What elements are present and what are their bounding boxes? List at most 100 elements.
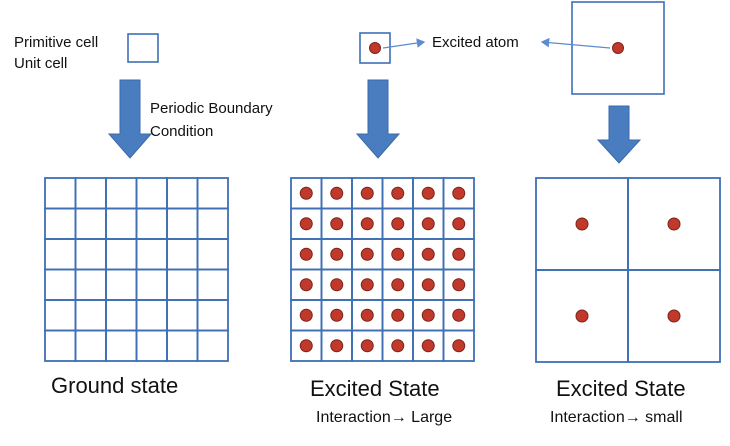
excited-atom bbox=[391, 278, 405, 292]
pbc-label-line2: Condition bbox=[150, 123, 214, 140]
excited-large-title: Excited State bbox=[310, 376, 440, 401]
excited-atom-large-cell bbox=[612, 42, 624, 54]
ground-lattice-cell bbox=[105, 299, 138, 332]
ground-lattice-cell bbox=[44, 299, 77, 332]
excited-atom bbox=[330, 278, 344, 292]
excited-small-cell-box bbox=[359, 32, 391, 64]
ground-lattice-cell bbox=[74, 238, 107, 271]
ground-lattice-cell bbox=[196, 268, 229, 301]
excited-atom bbox=[330, 217, 344, 231]
excited-atom bbox=[421, 339, 435, 353]
interaction-label: Interaction bbox=[316, 409, 391, 426]
ground-lattice-cell bbox=[44, 177, 77, 210]
excited-atom bbox=[360, 308, 374, 322]
excited-atom bbox=[391, 308, 405, 322]
primitive-cell-box bbox=[127, 33, 159, 63]
ground-lattice-cell bbox=[74, 329, 107, 362]
excited-small-subtitle: Interaction→ small bbox=[550, 410, 683, 426]
excited-large-grid bbox=[290, 177, 475, 362]
excited-atom bbox=[667, 309, 681, 323]
ground-lattice-cell bbox=[135, 207, 168, 240]
ground-lattice-cell bbox=[74, 207, 107, 240]
ground-lattice-cell bbox=[196, 177, 229, 210]
ground-lattice-cell bbox=[135, 299, 168, 332]
excited-atom bbox=[575, 309, 589, 323]
ground-lattice-cell bbox=[44, 207, 77, 240]
ground-lattice-cell bbox=[135, 268, 168, 301]
excited-atom bbox=[575, 217, 589, 231]
interaction-value: small bbox=[645, 409, 683, 426]
excited-atom bbox=[360, 339, 374, 353]
ground-state-grid bbox=[44, 177, 229, 362]
ground-lattice-cell bbox=[44, 268, 77, 301]
excited-atom bbox=[391, 339, 405, 353]
unit-cell-label: Unit cell bbox=[14, 55, 68, 72]
ground-lattice-cell bbox=[166, 238, 199, 271]
excited-large-subtitle: Interaction→ Large bbox=[316, 410, 452, 426]
excited-atom-small-cell bbox=[369, 42, 381, 54]
ground-lattice-cell bbox=[105, 207, 138, 240]
ground-lattice-cell bbox=[105, 268, 138, 301]
excited-small-title: Excited State bbox=[556, 376, 686, 401]
ground-lattice-cell bbox=[135, 238, 168, 271]
ground-lattice-cell bbox=[44, 238, 77, 271]
excited-atom bbox=[421, 308, 435, 322]
excited-atom bbox=[299, 308, 313, 322]
excited-atom bbox=[330, 247, 344, 261]
interaction-value: Large bbox=[411, 409, 453, 426]
excited-large-cell-box bbox=[571, 1, 665, 95]
ground-lattice-cell bbox=[196, 329, 229, 362]
excited-atom bbox=[391, 247, 405, 261]
excited-atom bbox=[452, 278, 466, 292]
excited-atom bbox=[299, 247, 313, 261]
excited-atom bbox=[360, 217, 374, 231]
down-arrow-3 bbox=[596, 105, 642, 164]
excited-atom bbox=[452, 308, 466, 322]
down-arrow-1 bbox=[107, 79, 153, 159]
ground-lattice-cell bbox=[166, 299, 199, 332]
excited-atom-label: Excited atom bbox=[432, 34, 519, 51]
ground-lattice-cell bbox=[105, 177, 138, 210]
ground-lattice-cell bbox=[105, 329, 138, 362]
excited-atom bbox=[330, 308, 344, 322]
right-arrow-glyph: → bbox=[624, 409, 641, 426]
ground-lattice-cell bbox=[196, 238, 229, 271]
excited-atom bbox=[667, 217, 681, 231]
right-arrow-glyph: → bbox=[390, 409, 407, 426]
ground-state-title: Ground state bbox=[51, 373, 179, 398]
excited-atom bbox=[360, 278, 374, 292]
ground-lattice-cell bbox=[44, 329, 77, 362]
excited-atom bbox=[452, 186, 466, 200]
excited-atom bbox=[452, 339, 466, 353]
excited-small-lattice-cell bbox=[627, 269, 721, 363]
excited-large-lattice-cell bbox=[442, 329, 475, 362]
excited-atom bbox=[360, 186, 374, 200]
excited-atom bbox=[330, 186, 344, 200]
ground-lattice-cell bbox=[196, 299, 229, 332]
ground-lattice-cell bbox=[196, 207, 229, 240]
ground-lattice-cell bbox=[135, 329, 168, 362]
pointer-line-right bbox=[540, 37, 611, 49]
ground-lattice-cell bbox=[166, 268, 199, 301]
down-arrow-2 bbox=[355, 79, 401, 159]
excited-atom bbox=[421, 247, 435, 261]
primitive-cell-label: Primitive cell bbox=[14, 34, 99, 51]
pointer-line-left bbox=[382, 38, 426, 49]
pbc-label-line1: Periodic Boundary bbox=[150, 100, 273, 117]
excited-atom bbox=[421, 186, 435, 200]
excited-small-grid bbox=[535, 177, 721, 363]
excited-atom bbox=[391, 217, 405, 231]
excited-atom bbox=[299, 339, 313, 353]
ground-lattice-cell bbox=[74, 177, 107, 210]
excited-atom bbox=[421, 278, 435, 292]
excited-atom bbox=[299, 278, 313, 292]
interaction-label: Interaction bbox=[550, 409, 625, 426]
ground-lattice-cell bbox=[105, 238, 138, 271]
excited-atom bbox=[452, 247, 466, 261]
ground-lattice-cell bbox=[166, 177, 199, 210]
ground-lattice-cell bbox=[74, 299, 107, 332]
ground-lattice-cell bbox=[74, 268, 107, 301]
excited-atom bbox=[330, 339, 344, 353]
